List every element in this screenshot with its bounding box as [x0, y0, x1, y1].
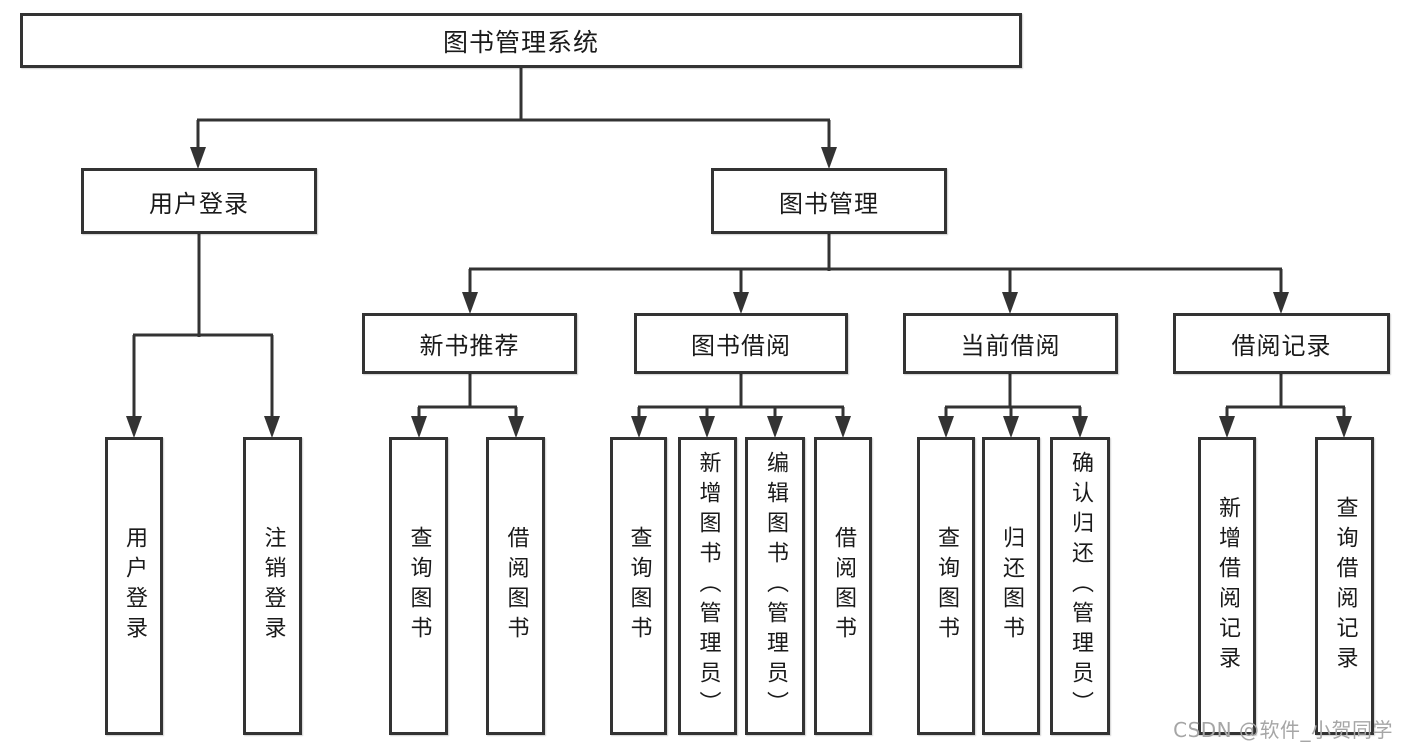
- node-label: 图书管理系统: [442, 27, 599, 57]
- edge-records-group: [1225, 374, 1346, 419]
- leaf-query-borrow-record: 查询借阅记录: [1315, 437, 1374, 735]
- leaf-borrow-books-borrowing: 借阅图书: [814, 437, 872, 735]
- leaf-confirm-return-admin: 确认归还（管理员）: [1050, 437, 1110, 735]
- edge-borrow-group: [637, 374, 845, 419]
- leaf-add-books-admin: 新增图书（管理员）: [678, 437, 737, 735]
- arrowheads: [126, 147, 1352, 438]
- node-user-login: 用户登录: [81, 168, 317, 234]
- node-label: 用户登录: [149, 189, 249, 218]
- leaf-query-books-borrowing: 查询图书: [610, 437, 667, 735]
- node-label: 归还图书: [999, 526, 1024, 646]
- node-label: 注销登录: [260, 526, 286, 646]
- node-label: 当前借阅: [960, 332, 1061, 360]
- leaf-borrow-books-recommend: 借阅图书: [486, 437, 545, 735]
- node-library-management-system: 图书管理系统: [20, 13, 1022, 68]
- node-label: 查询图书: [626, 526, 652, 646]
- node-book-borrowing: 图书借阅: [634, 313, 848, 374]
- leaf-return-books: 归还图书: [982, 437, 1040, 735]
- node-label: 查询借阅记录: [1332, 496, 1358, 676]
- node-label: 图书借阅: [691, 332, 791, 360]
- edge-current-group: [944, 374, 1082, 419]
- node-current-borrowing: 当前借阅: [903, 313, 1118, 374]
- node-borrow-records: 借阅记录: [1173, 313, 1390, 374]
- node-label: 查询图书: [406, 526, 432, 646]
- node-book-management: 图书管理: [711, 168, 947, 234]
- node-label: 新增借阅记录: [1215, 496, 1240, 676]
- leaf-add-borrow-record: 新增借阅记录: [1198, 437, 1256, 735]
- leaf-logout: 注销登录: [243, 437, 302, 735]
- node-label: 新书推荐: [419, 332, 520, 360]
- node-new-book-recommend: 新书推荐: [362, 313, 577, 374]
- node-label: 新增图书（管理员）: [695, 451, 721, 721]
- node-label: 借阅图书: [503, 526, 529, 646]
- leaf-query-books-current: 查询图书: [917, 437, 975, 735]
- node-label: 编辑图书（管理员）: [763, 451, 788, 721]
- edge-newbook-group: [417, 374, 518, 419]
- node-label: 用户登录: [122, 526, 147, 646]
- edge-mgmt-group: [468, 234, 1283, 295]
- node-label: 确认归还（管理员）: [1068, 451, 1093, 721]
- edge-root-stem: [196, 68, 831, 150]
- leaf-user-login: 用户登录: [105, 437, 163, 735]
- node-label: 借阅图书: [831, 526, 856, 646]
- leaf-query-books-recommend: 查询图书: [389, 437, 448, 735]
- node-label: 借阅记录: [1231, 332, 1332, 360]
- node-label: 查询图书: [934, 526, 959, 646]
- csdn-watermark: CSDN @软件_小贺同学: [1173, 718, 1393, 742]
- leaf-edit-books-admin: 编辑图书（管理员）: [745, 437, 805, 735]
- node-label: 图书管理: [779, 189, 879, 218]
- edge-login-group: [132, 234, 274, 419]
